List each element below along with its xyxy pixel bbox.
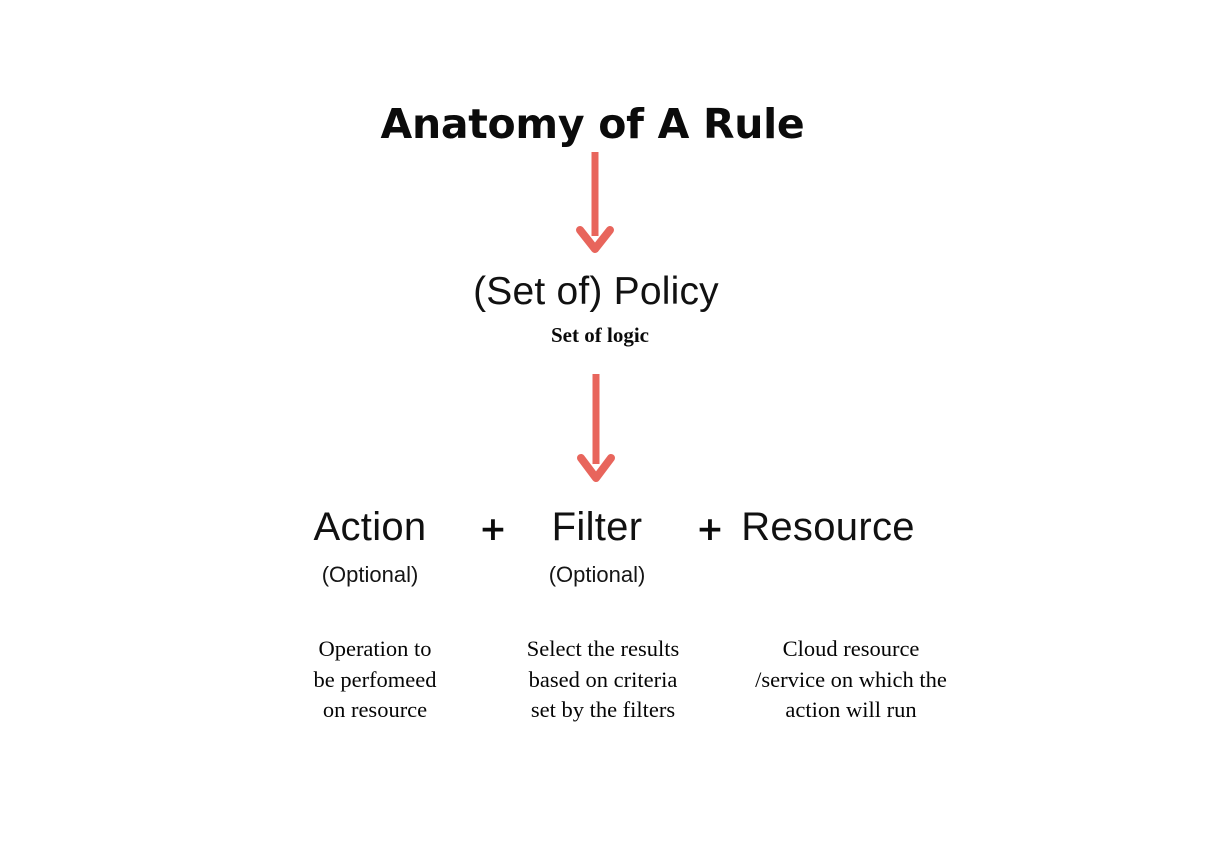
component-description-action: Operation to be perfomeed on resource [313,636,437,722]
plus-operator-1: + [479,509,507,548]
component-heading-filter: Filter [551,505,643,549]
arrow-policy-to-components [577,374,615,482]
component-description-filter: Select the results based on criteria set… [526,636,680,722]
component-description-resource: Cloud resource /service on which the act… [755,636,947,722]
policy-title: (Set of) Policy [473,270,719,313]
arrow-title-to-policy [576,152,614,253]
plus-operator-2: + [696,509,724,548]
component-heading-resource: Resource [741,505,915,549]
component-optional-filter: (Optional) [548,562,646,587]
component-heading-action: Action [313,505,427,549]
policy-subtitle: Set of logic [551,323,649,347]
component-optional-action: (Optional) [321,562,419,587]
page-title: Anatomy of A Rule [380,100,805,148]
